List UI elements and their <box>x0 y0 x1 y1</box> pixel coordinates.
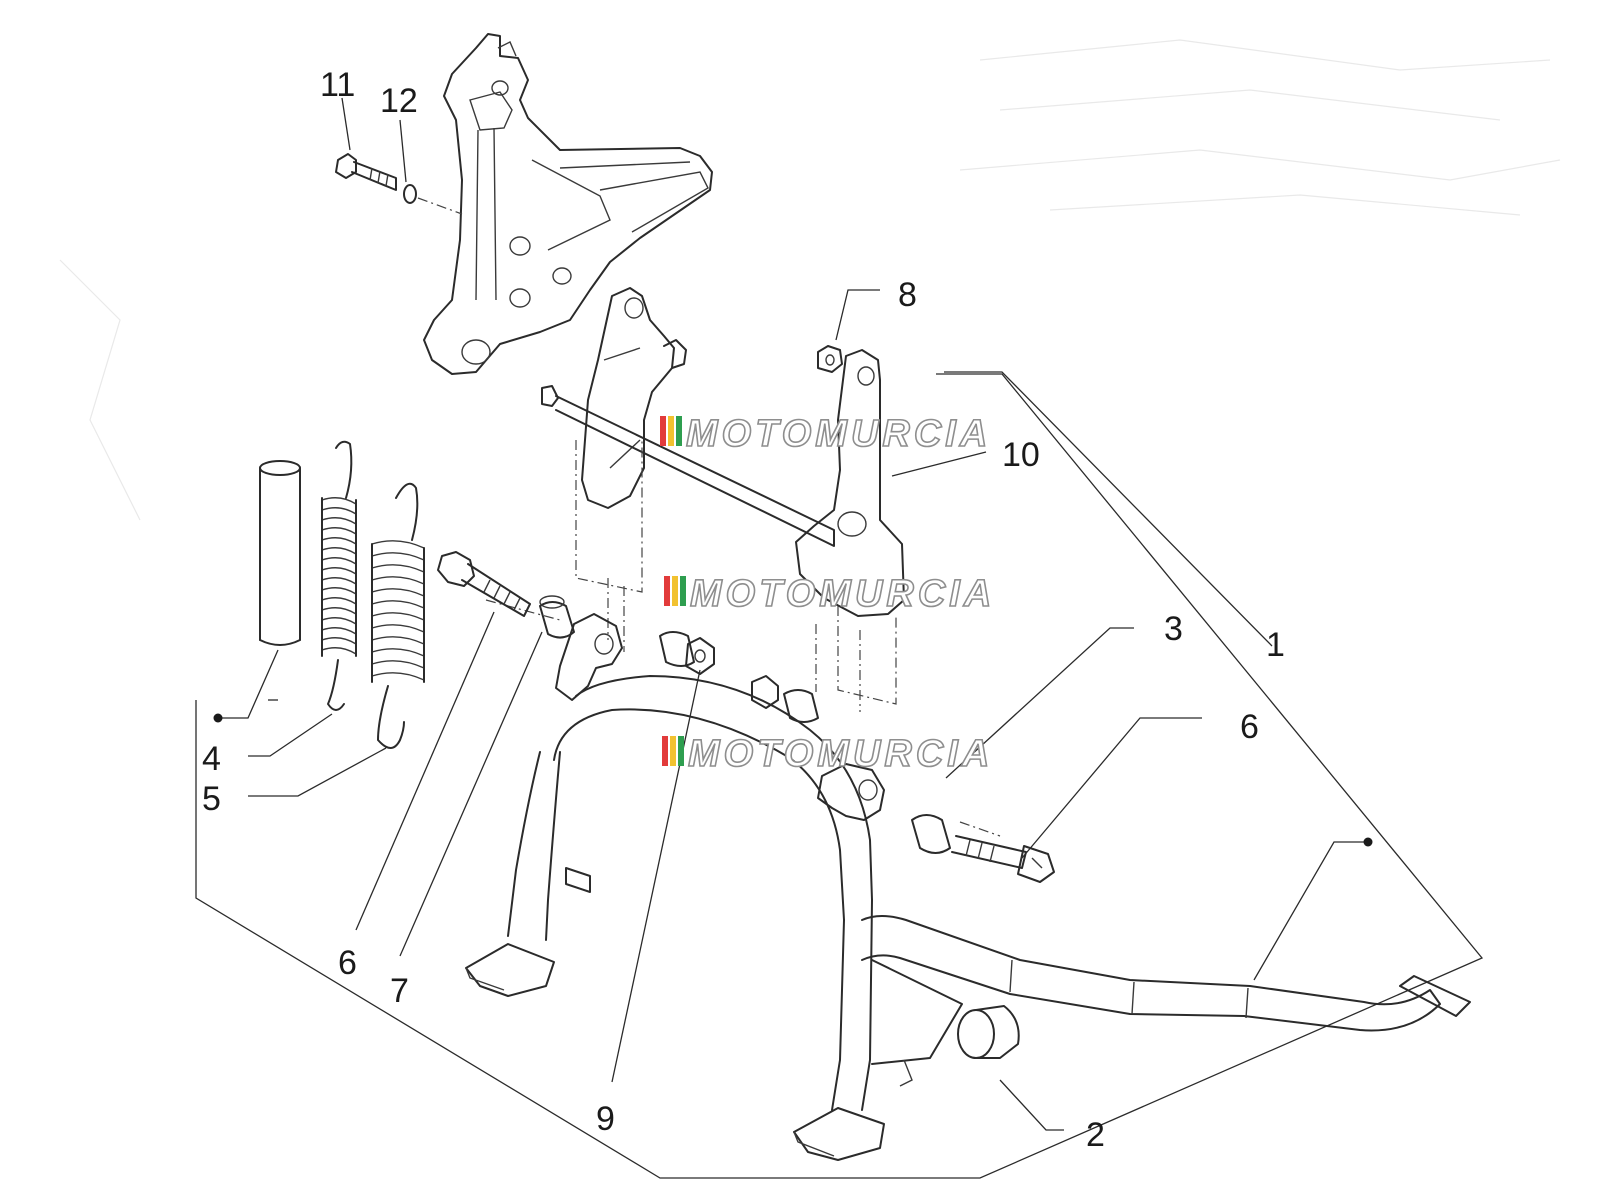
spring-large <box>371 482 425 749</box>
central-stand-1 <box>465 613 1471 1161</box>
spring-small <box>321 440 357 711</box>
callout-5: 5 <box>202 780 221 818</box>
background-ghost-sketch <box>59 39 1561 521</box>
assembly-centerlines <box>485 440 1001 837</box>
callout-7: 7 <box>390 972 409 1010</box>
rubber-buffer-2 <box>957 1005 1020 1059</box>
axis-bolt-11 <box>417 197 463 215</box>
watermark-top: MOTOMURCIA <box>660 412 991 456</box>
callout-10: 10 <box>1002 436 1040 474</box>
callout-3: 3 <box>1164 610 1183 648</box>
leader-lines <box>213 97 1373 1131</box>
callout-12: 12 <box>380 82 418 120</box>
callout-2: 2 <box>1086 1116 1105 1154</box>
frame-bracket <box>423 33 713 375</box>
callout-labels: 1 2 3 4 5 6 6 7 8 9 10 11 12 <box>202 66 1285 1154</box>
watermark-middle: MOTOMURCIA <box>664 572 995 616</box>
assembly-outline <box>195 373 1484 1179</box>
callout-6-right: 6 <box>1240 708 1259 746</box>
callout-6-left: 6 <box>338 944 357 982</box>
watermark-text-bottom: MOTOMURCIA <box>688 733 993 775</box>
watermark-text-middle: MOTOMURCIA <box>690 573 995 615</box>
callout-4: 4 <box>202 740 221 778</box>
callout-9: 9 <box>596 1100 615 1138</box>
bolt-11 <box>335 153 397 191</box>
callout-1: 1 <box>1266 626 1285 664</box>
watermark-bottom: MOTOMURCIA <box>662 732 993 776</box>
mounting-plate-10 <box>541 287 905 617</box>
callout-8: 8 <box>898 276 917 314</box>
bushing-9-pair <box>659 631 819 723</box>
callout-11: 11 <box>320 66 355 104</box>
sleeve-4 <box>259 460 301 646</box>
bushing-7 <box>539 595 575 639</box>
nut-8 <box>817 345 843 373</box>
screw-6-left <box>437 551 531 617</box>
washer-12 <box>403 184 417 204</box>
spacer-3 <box>911 814 951 854</box>
screw-6-right <box>951 835 1055 883</box>
watermark-text-top: MOTOMURCIA <box>686 413 991 455</box>
